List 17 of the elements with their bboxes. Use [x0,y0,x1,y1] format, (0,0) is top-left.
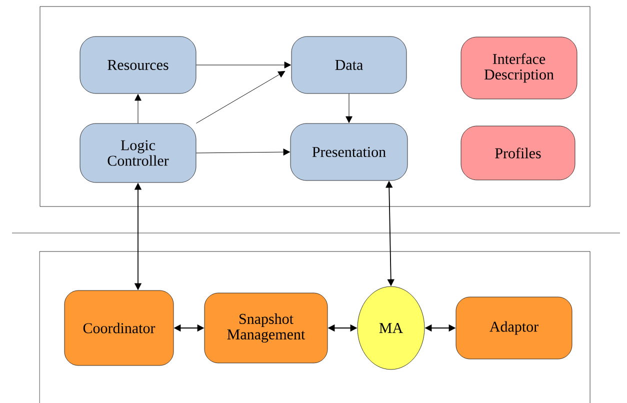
rounded-box: Coordinator [64,290,174,366]
rounded-box: Logic Controller [80,123,196,183]
rounded-box: Adaptor [456,296,572,360]
ellipse-node: MA [357,286,425,370]
rounded-box: Resources [80,36,196,94]
rounded-box: Interface Description [460,36,578,100]
frame-box [39,251,590,403]
arrow [134,94,142,124]
arrow [196,71,286,124]
frame-box [40,6,590,207]
arrow [196,148,290,156]
arrow [196,62,291,68]
arrow [346,93,352,123]
rounded-box: Profiles [460,126,576,180]
rounded-box: Presentation [290,123,408,181]
rounded-box: Snapshot Management [204,292,328,364]
rounded-box: Data [291,36,407,94]
